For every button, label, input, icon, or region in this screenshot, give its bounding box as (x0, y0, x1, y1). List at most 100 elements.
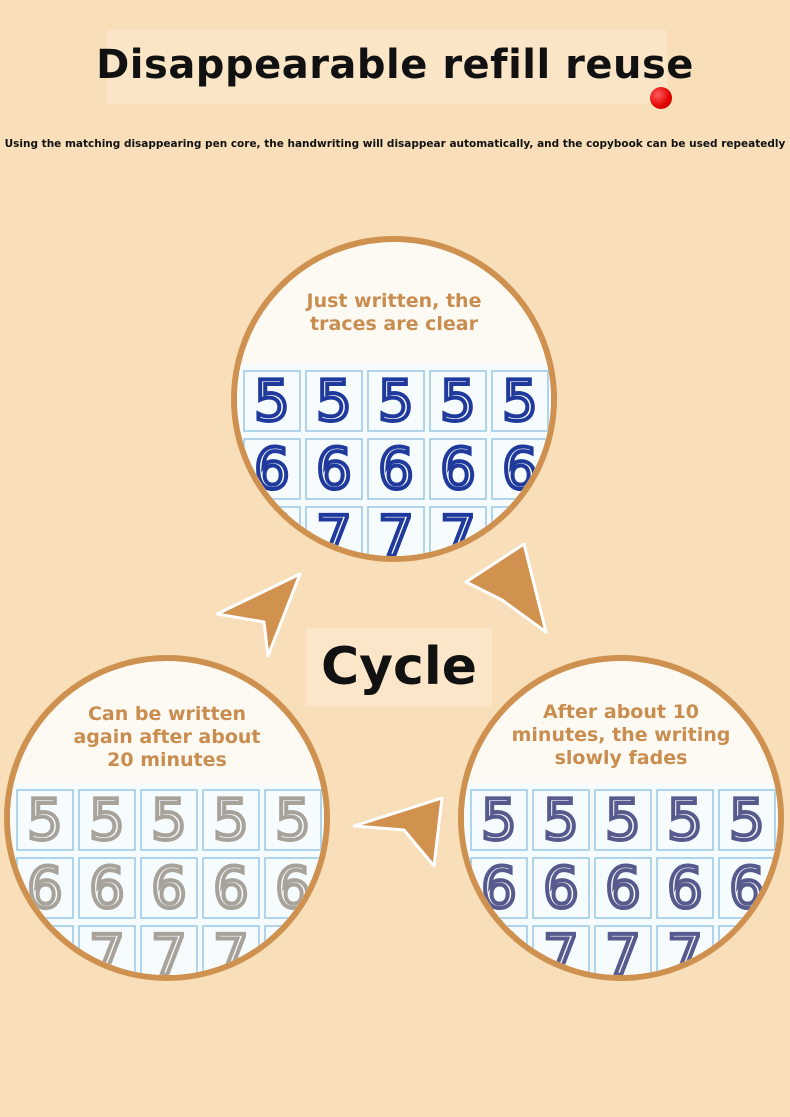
grid-cell (202, 925, 260, 975)
grid-cell (78, 857, 136, 919)
stage-caption: Can be written again after about 20 minu… (10, 703, 324, 772)
handwritten-digit: 5 (213, 788, 249, 853)
grid-cell (202, 789, 260, 851)
grid-cell (429, 438, 487, 500)
handwritten-digit: 7 (481, 924, 517, 981)
grid-cell (532, 857, 590, 919)
handwritten-digit: 6 (27, 856, 63, 921)
grid-cell (718, 857, 776, 919)
grid-cell (656, 789, 714, 851)
handwritten-digit: 6 (667, 856, 703, 921)
grid-cell (491, 438, 549, 500)
handwritten-digit: 7 (27, 924, 63, 981)
grid-cell (718, 925, 776, 975)
grid-cell (429, 506, 487, 556)
arrow-icon (464, 542, 548, 634)
grid-cell (16, 925, 74, 975)
handwritten-digit: 6 (729, 856, 765, 921)
handwritten-digit: 7 (543, 924, 579, 981)
grid-cell (470, 857, 528, 919)
page-subtitle: Using the matching disappearing pen core… (4, 138, 786, 150)
copybook-paper (464, 783, 778, 975)
grid-cell (305, 506, 363, 556)
grid-cell (78, 789, 136, 851)
handwritten-digit: 6 (89, 856, 125, 921)
page-title: Disappearable refill reuse (96, 42, 694, 88)
handwritten-digit: 5 (27, 788, 63, 853)
grid-cell (202, 857, 260, 919)
grid-cell (594, 789, 652, 851)
caption-line: traces are clear (310, 313, 478, 335)
handwritten-digit: 5 (316, 369, 352, 434)
red-dot-icon (650, 87, 672, 109)
grid-cell (491, 370, 549, 432)
grid-cell (367, 506, 425, 556)
grid-cell (243, 506, 301, 556)
caption-line: slowly fades (554, 747, 688, 769)
handwritten-digit: 5 (667, 788, 703, 853)
cycle-band (306, 628, 492, 706)
grid-cell (264, 857, 322, 919)
grid-cell (594, 857, 652, 919)
grid-cell (594, 925, 652, 975)
caption-line: minutes, the writing (511, 724, 731, 746)
handwritten-digit: 6 (440, 437, 476, 502)
stage-caption: Just written, the traces are clear (237, 290, 551, 336)
grid-cell (264, 789, 322, 851)
handwritten-digit: 6 (254, 437, 290, 502)
grid-cell (16, 789, 74, 851)
grid-cell (243, 438, 301, 500)
handwritten-digit: 5 (89, 788, 125, 853)
handwritten-digit: 7 (254, 505, 290, 562)
caption-line: Can be written (87, 703, 247, 725)
grid-cell (429, 370, 487, 432)
handwritten-digit: 7 (151, 924, 187, 981)
arrow-icon (352, 796, 444, 868)
grid-cell (140, 857, 198, 919)
handwritten-digit: 6 (213, 856, 249, 921)
handwritten-digit: 5 (275, 788, 311, 853)
handwritten-digit: 7 (729, 924, 765, 981)
handwritten-digit: 7 (213, 924, 249, 981)
cycle-label: Cycle (321, 637, 477, 697)
handwritten-digit: 7 (605, 924, 641, 981)
copybook-paper (10, 783, 324, 975)
caption-line: After about 10 (542, 701, 700, 723)
handwritten-digit: 6 (605, 856, 641, 921)
handwritten-digit: 5 (440, 369, 476, 434)
grid-cell (140, 925, 198, 975)
handwritten-digit: 5 (151, 788, 187, 853)
handwritten-digit: 6 (316, 437, 352, 502)
grid-cell (718, 789, 776, 851)
handwritten-digit: 6 (481, 856, 517, 921)
grid-cell (78, 925, 136, 975)
handwritten-digit: 5 (481, 788, 517, 853)
handwritten-digit: 6 (151, 856, 187, 921)
grid-cell (491, 506, 549, 556)
handwritten-digit: 5 (605, 788, 641, 853)
title-band (107, 30, 667, 104)
handwritten-digit: 5 (502, 369, 538, 434)
arrow-icon (215, 572, 302, 658)
handwritten-digit: 5 (729, 788, 765, 853)
handwritten-digit: 7 (316, 505, 352, 562)
grid-cell (264, 925, 322, 975)
grid-cell (367, 370, 425, 432)
grid-cell (140, 789, 198, 851)
grid-cell (16, 857, 74, 919)
handwritten-digit: 7 (89, 924, 125, 981)
grid-cell (305, 370, 363, 432)
stage-caption: After about 10 minutes, the writing slow… (464, 701, 778, 770)
handwritten-digit: 7 (667, 924, 703, 981)
stage-circle-rewrite: Can be written again after about 20 minu… (4, 655, 330, 981)
handwritten-digit: 6 (275, 856, 311, 921)
grid-cell (656, 857, 714, 919)
handwritten-digit: 7 (440, 505, 476, 562)
copybook-paper (237, 364, 551, 556)
handwritten-digit: 7 (275, 924, 311, 981)
handwritten-digit: 7 (378, 505, 414, 562)
stage-circle-fading: After about 10 minutes, the writing slow… (458, 655, 784, 981)
